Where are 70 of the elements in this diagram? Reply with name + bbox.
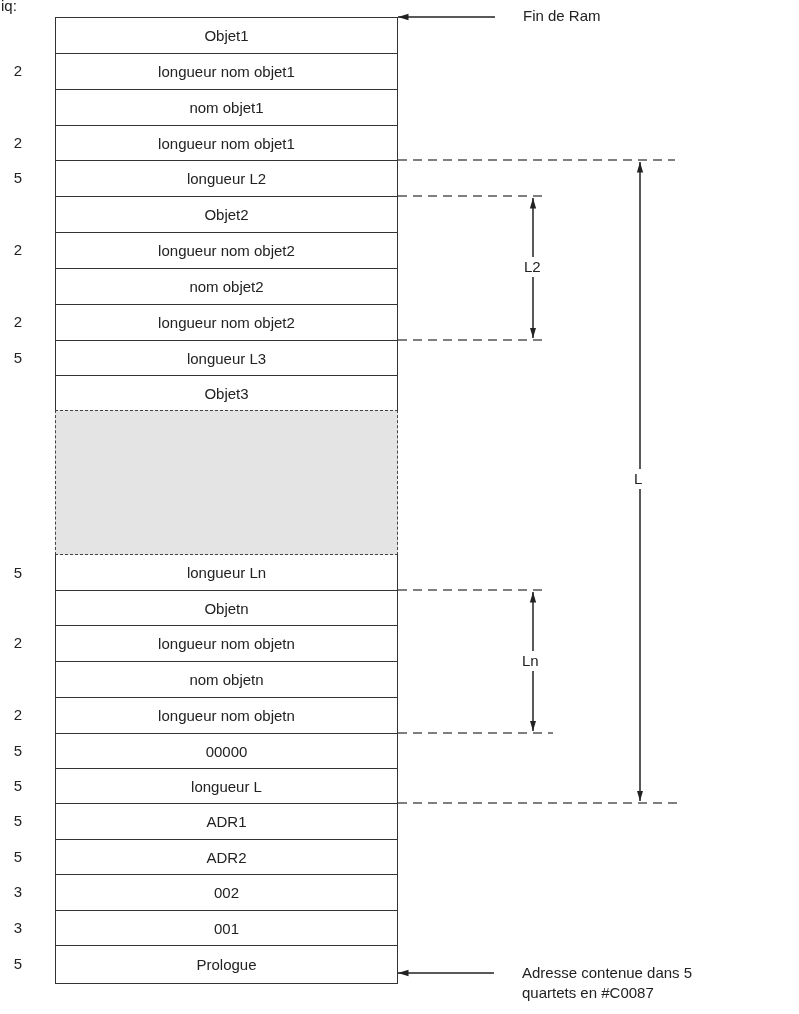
memory-cell [55, 768, 398, 803]
memory-cell [55, 910, 398, 945]
fragment-text: iq: [0, 0, 18, 16]
memory-cell [55, 590, 398, 625]
size-number: 5 [12, 741, 24, 759]
memory-cell [55, 89, 398, 125]
memory-cell [55, 125, 398, 160]
annotation-text: Fin de Ram [523, 6, 683, 26]
memory-cell [55, 803, 398, 839]
size-number: 2 [12, 241, 24, 258]
annotation-text: Adresse contenue dans 5 quartets en #C0087 [522, 963, 707, 1003]
memory-cell [55, 697, 398, 733]
dimension-label: Ln [521, 651, 540, 671]
memory-cell [55, 945, 398, 984]
size-number: 2 [12, 133, 24, 151]
size-number: 3 [12, 918, 24, 936]
cell-label: Objet1 [204, 27, 249, 44]
size-number: 5 [12, 847, 24, 865]
memory-cell [55, 268, 398, 304]
cell-label: Objetn [204, 599, 249, 617]
cell-label: longueur nom objetn [158, 707, 295, 724]
cell-label: longueur nom objetn [158, 635, 295, 652]
memory-cell [55, 661, 398, 697]
memory-cell [55, 839, 398, 874]
memory-cell [55, 874, 398, 910]
size-number: 5 [12, 348, 24, 366]
memory-cell [55, 53, 398, 89]
memory-cell [55, 17, 398, 53]
size-number: 2 [12, 706, 24, 723]
cell-label: ADR1 [206, 813, 247, 830]
cell-label: Objet2 [204, 206, 249, 223]
memory-cell [55, 304, 398, 340]
cell-label: longueur L2 [186, 170, 267, 187]
dimension-label: L [633, 469, 644, 489]
memory-cell [55, 232, 398, 268]
dimension-label: L2 [523, 257, 542, 277]
cell-label: longueur L [191, 777, 262, 795]
arrow [397, 13, 496, 21]
size-number: 3 [12, 883, 24, 900]
size-number: 5 [12, 954, 24, 972]
cell-label: longueur nom objet1 [158, 134, 295, 152]
cell-label: Prologue [196, 955, 257, 973]
size-number: 2 [12, 313, 24, 330]
cell-label: nom objetn [189, 671, 264, 688]
memory-cell [55, 196, 398, 232]
cell-label: longueur L3 [186, 349, 267, 367]
memory-region [55, 410, 398, 555]
cell-label: nom objet2 [189, 278, 264, 295]
cell-label: longueur nom objet1 [158, 63, 295, 80]
size-number: 2 [12, 634, 24, 651]
memory-cell [55, 625, 398, 661]
cell-label: ADR2 [206, 848, 247, 866]
memory-cell [55, 160, 398, 196]
cell-label: 00000 [205, 742, 248, 760]
memory-cell [55, 340, 398, 375]
size-number: 5 [12, 169, 24, 186]
memory-cell [55, 555, 398, 590]
size-number: 5 [12, 812, 24, 829]
cell-label: 002 [214, 884, 239, 901]
size-number: 5 [12, 563, 24, 581]
cell-label: longueur nom objet2 [158, 314, 295, 331]
memory-cell [55, 733, 398, 768]
cell-label: Objet3 [204, 384, 249, 402]
size-number: 5 [12, 776, 24, 794]
cell-label: nom objet1 [189, 99, 264, 116]
cell-label: 001 [214, 919, 239, 937]
arrow [397, 969, 495, 977]
size-number: 2 [12, 62, 24, 79]
cell-label: longueur Ln [186, 564, 267, 581]
cell-label: longueur nom objet2 [158, 242, 295, 259]
